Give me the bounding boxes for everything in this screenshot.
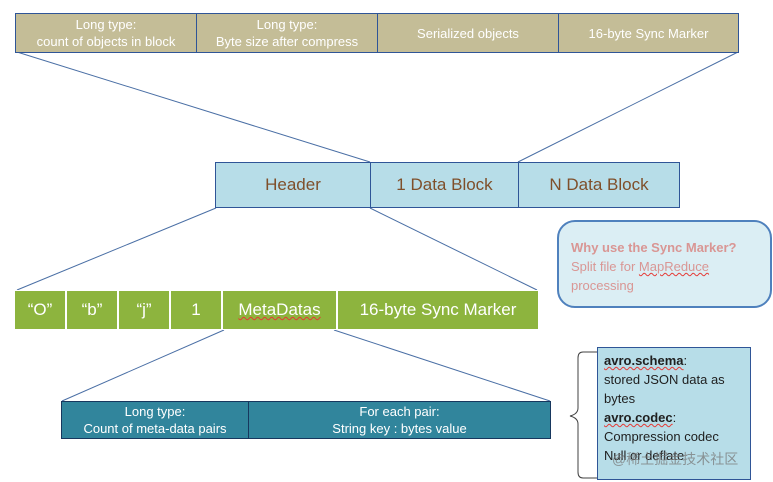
info-codec-desc: Compression codec	[604, 429, 719, 444]
header-magic-o: “O”	[14, 290, 66, 330]
info-schema-desc: stored JSON data as bytes	[604, 372, 725, 406]
top-cell-object-count: Long type: count of objects in block	[15, 13, 197, 53]
header-magic-j: “j”	[118, 290, 170, 330]
header-magic-o-label: “O”	[27, 300, 53, 319]
top-cell-object-count-line1: Long type:	[75, 17, 137, 32]
sync-marker-note: Why use the Sync Marker? Split file for …	[557, 220, 772, 308]
meta-pairs: For each pair: String key : bytes value	[248, 401, 551, 439]
top-cell-byte-size: Long type: Byte size after compress	[196, 13, 378, 53]
file-header-block: Header	[215, 162, 371, 208]
header-metadatas: MetaDatas	[222, 290, 337, 330]
info-codec-key: avro.codec	[604, 410, 673, 425]
meta-pair-count-line2: Count of meta-data pairs	[83, 421, 227, 436]
header-version: 1	[170, 290, 222, 330]
note-body-prefix: Split file for	[571, 259, 639, 274]
top-cell-serialized-objects-label: Serialized objects	[417, 25, 519, 41]
info-schema-colon: :	[683, 353, 688, 368]
top-cell-byte-size-line2: Byte size after compress	[215, 34, 359, 49]
header-version-label: 1	[191, 300, 201, 319]
note-body-suffix: processing	[571, 278, 634, 293]
sync-marker-note-title: Why use the Sync Marker?	[571, 240, 737, 255]
info-schema-heading: avro.schema:	[604, 351, 744, 370]
top-cell-sync-marker: 16-byte Sync Marker	[558, 13, 739, 53]
header-magic-b-label: “b”	[81, 300, 103, 319]
sync-marker-note-body: Split file for MapReduce processing	[571, 257, 760, 295]
header-sync-marker-label: 16-byte Sync Marker	[359, 300, 517, 319]
header-metadatas-label: MetaDatas	[238, 300, 321, 319]
header-magic-b: “b”	[66, 290, 118, 330]
metadata-info-box: avro.schema: stored JSON data as bytes a…	[597, 347, 751, 480]
info-codec-colon: :	[672, 410, 677, 425]
meta-pair-count: Long type: Count of meta-data pairs	[61, 401, 249, 439]
meta-pair-count-line1: Long type:	[124, 404, 186, 419]
header-sync-marker: 16-byte Sync Marker	[337, 290, 539, 330]
meta-pairs-line2: String key : bytes value	[332, 421, 467, 436]
file-header-label: Header	[265, 175, 321, 194]
meta-pairs-line1: For each pair:	[359, 404, 440, 419]
top-cell-sync-marker-label: 16-byte Sync Marker	[588, 25, 709, 41]
file-data-block-n-label: N Data Block	[549, 175, 649, 194]
watermark-text: @稀土掘金技术社区	[612, 451, 739, 467]
file-data-block-1-label: 1 Data Block	[396, 175, 493, 194]
top-cell-serialized-objects: Serialized objects	[377, 13, 559, 53]
info-codec-heading: avro.codec:	[604, 408, 744, 427]
note-body-link: MapReduce	[638, 259, 710, 274]
info-schema-key: avro.schema	[604, 353, 684, 368]
info-codec-values: Null or deflate	[604, 448, 685, 463]
top-cell-object-count-line2: count of objects in block	[36, 34, 176, 49]
top-cell-byte-size-line1: Long type:	[256, 17, 318, 32]
header-magic-j-label: “j”	[136, 300, 152, 319]
file-data-block-1: 1 Data Block	[370, 162, 519, 208]
file-data-block-n: N Data Block	[518, 162, 680, 208]
